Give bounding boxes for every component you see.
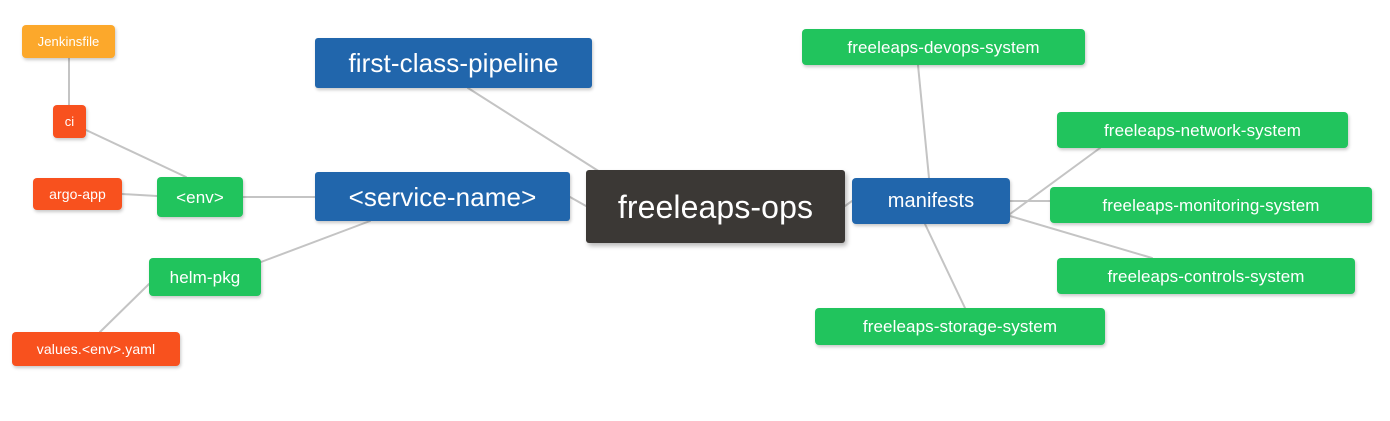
edge-env-to-argo (121, 193, 158, 197)
mindmap-node-jenkins[interactable]: Jenkinsfile (22, 25, 115, 58)
edge-manifests-to-storage (924, 223, 966, 309)
edge-manifests-to-devops (917, 64, 930, 179)
mindmap-node-pipeline[interactable]: first-class-pipeline (315, 38, 592, 88)
edge-service-to-helm (260, 220, 371, 263)
mindmap-node-controls[interactable]: freeleaps-controls-system (1057, 258, 1355, 294)
mindmap-node-env[interactable]: <env> (157, 177, 243, 217)
mindmap-node-argo[interactable]: argo-app (33, 178, 122, 210)
edge-root-to-service (569, 196, 587, 207)
mindmap-node-ci[interactable]: ci (53, 105, 86, 138)
mindmap-node-manifests[interactable]: manifests (852, 178, 1010, 224)
mindmap-node-monitoring[interactable]: freeleaps-monitoring-system (1050, 187, 1372, 223)
mindmap-node-network[interactable]: freeleaps-network-system (1057, 112, 1348, 148)
mindmap-node-service[interactable]: <service-name> (315, 172, 570, 221)
edge-root-to-manifests (844, 200, 853, 207)
edge-root-to-pipeline (467, 87, 601, 173)
mindmap-node-values[interactable]: values.<env>.yaml (12, 332, 180, 366)
mindmap-node-devops[interactable]: freeleaps-devops-system (802, 29, 1085, 65)
mindmap-node-helm[interactable]: helm-pkg (149, 258, 261, 296)
edge-env-to-ci (85, 129, 187, 178)
mindmap-node-storage[interactable]: freeleaps-storage-system (815, 308, 1105, 345)
edge-helm-to-values (99, 283, 150, 333)
mindmap-node-root[interactable]: freeleaps-ops (586, 170, 845, 243)
